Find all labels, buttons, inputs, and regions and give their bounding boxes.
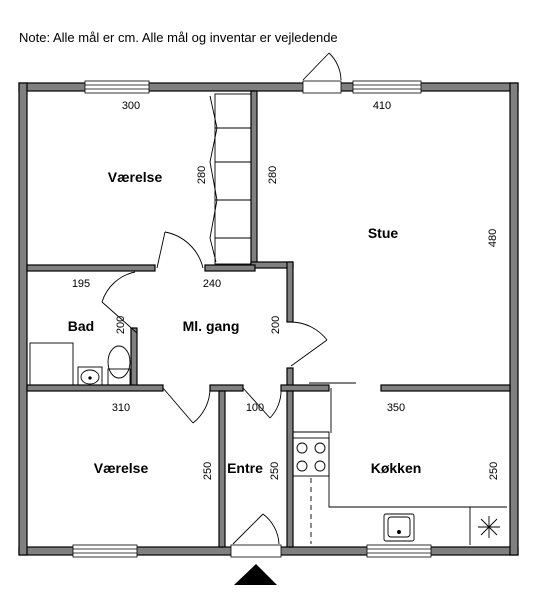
- kitchen-fixtures: [292, 431, 507, 545]
- room-label-gang: Ml. gang: [183, 318, 240, 334]
- bathroom-fixtures: [29, 342, 131, 386]
- plan-note: Note: Alle mål er cm. Alle mål og invent…: [19, 30, 338, 45]
- dim-vaerelse-bottom-width: 310: [112, 402, 130, 414]
- staircase: [209, 93, 252, 265]
- dim-vaerelse-bottom-height: 250: [202, 462, 214, 480]
- wall-bottom-row-top-left: [26, 384, 164, 392]
- door-main: [232, 513, 280, 545]
- wall-top-row-bottom-mid: [204, 264, 256, 272]
- dim-bad-height: 200: [115, 316, 127, 334]
- dim-vaerelse-top-width: 300: [122, 100, 140, 112]
- window-bottom-left: [72, 544, 138, 558]
- door-bad: [101, 271, 138, 334]
- dim-gang-height: 200: [270, 316, 282, 334]
- doors: [101, 52, 356, 545]
- window-bottom-right: [366, 544, 432, 558]
- room-label-stue: Stue: [368, 225, 399, 241]
- sink-icon: [383, 513, 415, 542]
- dim-stue-height-2: 480: [487, 229, 499, 247]
- door-opening-balcony: [302, 80, 342, 94]
- dim-kokken-width: 350: [387, 402, 405, 414]
- wall-stue-bottom: [380, 384, 511, 392]
- room-labels: Værelse Stue Bad Ml. gang Værelse Entre …: [68, 169, 422, 476]
- dim-stue-height-1: 280: [267, 166, 279, 184]
- dim-stue-width: 410: [373, 100, 391, 112]
- room-label-entre: Entre: [227, 460, 263, 476]
- dim-entre-width: 100: [246, 402, 264, 414]
- door-opening-main: [230, 544, 282, 558]
- dim-gang-width: 240: [203, 278, 221, 290]
- shower-area: [29, 342, 74, 386]
- room-label-kokken: Køkken: [371, 460, 422, 476]
- room-label-vaerelse-top: Værelse: [108, 169, 163, 185]
- wall-gang-right-lower: [286, 367, 294, 387]
- window-top-right: [352, 80, 422, 94]
- wall-bottom-row-top-mid: [209, 384, 244, 392]
- entrance-arrow-icon: [234, 564, 277, 585]
- stove-icon: [292, 437, 330, 477]
- toilet-icon: [107, 345, 131, 386]
- washbasin-icon: [77, 366, 103, 386]
- wall-top-row-bottom-left: [26, 264, 156, 272]
- door-openings: [230, 80, 342, 558]
- wall-outer-right: [509, 82, 519, 556]
- door-entre: [242, 387, 282, 419]
- door-vaerelse-top: [156, 231, 204, 269]
- dim-entre-height: 250: [269, 462, 281, 480]
- wall-entre-right: [286, 390, 294, 548]
- dim-vaerelse-top-height: 280: [196, 166, 208, 184]
- door-balcony: [302, 52, 342, 81]
- opening-kokken: [309, 382, 356, 433]
- wall-bottom-row-top-right: [280, 384, 330, 392]
- entrance-marker: [234, 564, 277, 585]
- window-top-left: [84, 80, 150, 94]
- star-marker-icon: [478, 516, 500, 538]
- wall-outer-left: [18, 82, 28, 556]
- dim-kokken-height: 250: [488, 462, 500, 480]
- door-vaerelse-bottom: [162, 387, 211, 424]
- room-label-vaerelse-bottom: Værelse: [94, 460, 149, 476]
- room-label-bad: Bad: [68, 318, 94, 334]
- dimension-labels: 300 410 280 280 480 195 240 200 200 310 …: [72, 100, 500, 480]
- door-stue: [290, 321, 328, 367]
- wall-bad-right: [130, 327, 138, 389]
- dim-bad-width: 195: [72, 278, 90, 290]
- wall-gang-right-upper: [286, 261, 294, 323]
- wall-stue-left: [250, 90, 258, 266]
- wall-entre-left: [218, 390, 226, 548]
- windows: [72, 80, 432, 558]
